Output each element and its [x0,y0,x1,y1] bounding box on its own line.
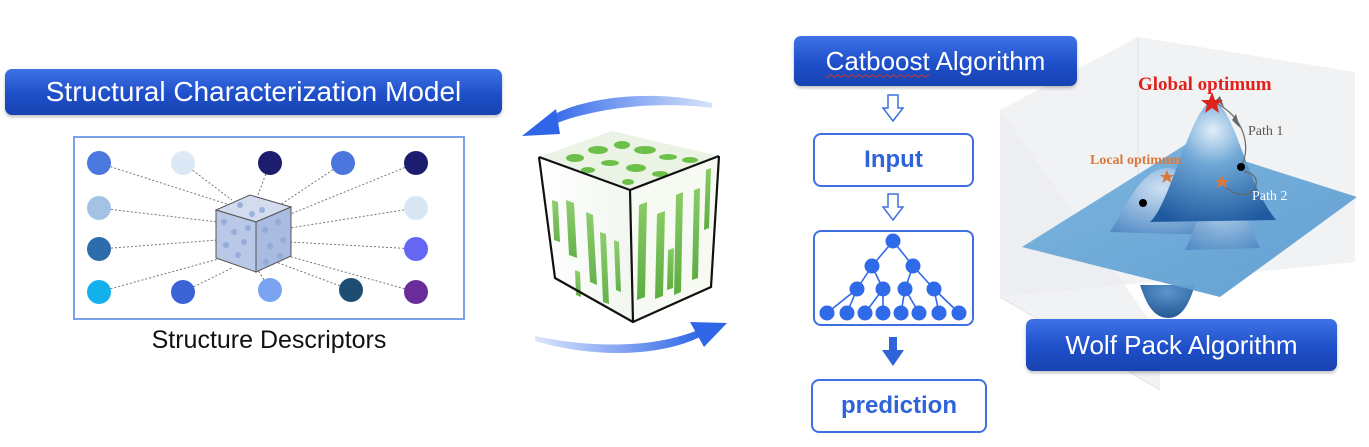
descriptor-dot [171,151,195,175]
input-box: Input [813,133,974,187]
decision-tree-icon [819,233,967,321]
decision-tree-box [813,230,974,326]
descriptor-dot [404,151,428,175]
catboost-title: Catboost Algorithm [825,45,1046,76]
wolf-pack-banner: Wolf Pack Algorithm [1026,319,1337,371]
descriptor-dot [258,278,282,302]
descriptor-dot [404,280,428,304]
descriptor-dot [87,196,111,220]
prediction-label: prediction [840,392,957,419]
descriptor-dot [87,237,111,261]
catboost-word: Catboost [825,45,930,76]
structural-model-banner: Structural Characterization Model [5,69,502,115]
flow-arrows [881,94,905,366]
feedback-arrow-top [522,95,712,136]
fiber-cube-icon [537,131,721,324]
descriptor-dot [87,280,111,304]
local-optimum-label: Local optimum [1090,153,1182,168]
wolf-pack-title: Wolf Pack Algorithm [1065,329,1298,360]
feedback-arrow-bottom [535,322,727,353]
descriptor-dot [258,151,282,175]
structure-descriptors-caption: Structure Descriptors [151,326,387,354]
descriptor-panel [73,136,465,320]
descriptor-dot [339,278,363,302]
descriptor-dot [404,196,428,220]
catboost-banner: Catboost Algorithm [794,36,1077,86]
descriptor-dot [171,280,195,304]
descriptor-dots [87,151,428,304]
input-label: Input [864,146,923,173]
prediction-box: prediction [811,379,987,433]
porous-cube-icon [214,194,293,273]
structural-model-title: Structural Characterization Model [45,76,462,107]
descriptor-dot [87,151,111,175]
path-2-label: Path 2 [1252,189,1287,204]
global-optimum-label: Global optimum [1138,74,1272,95]
descriptor-dot [404,237,428,261]
path-1-label: Path 1 [1248,124,1283,139]
descriptor-dot [331,151,355,175]
